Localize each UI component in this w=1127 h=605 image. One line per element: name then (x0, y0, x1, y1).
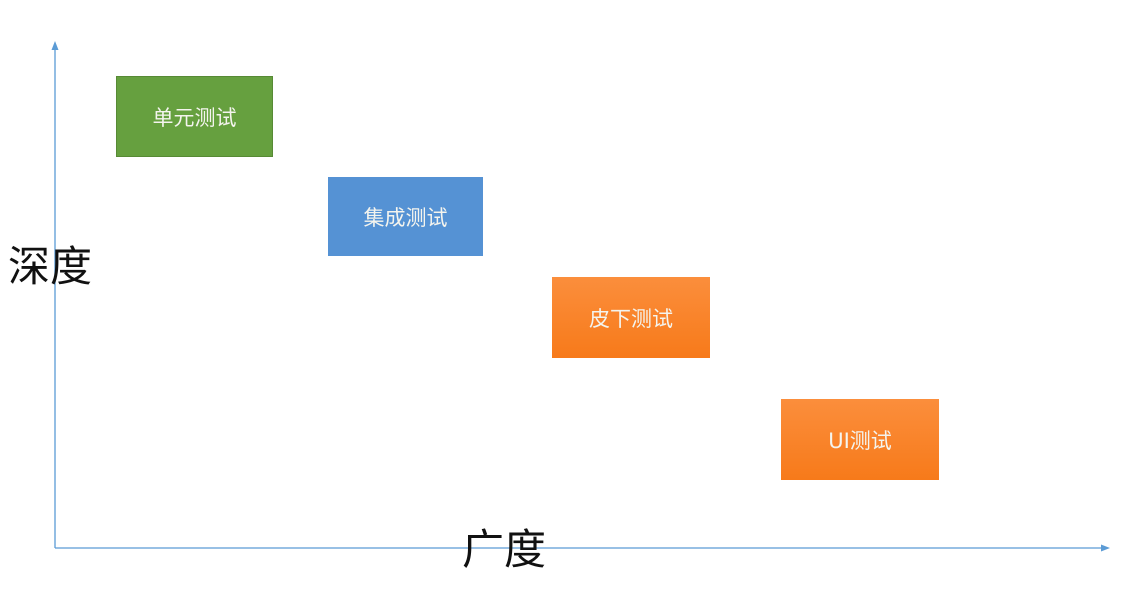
subcutaneous-test-box: 皮下测试 (552, 277, 710, 358)
y-axis-arrow-icon (51, 41, 59, 50)
unit-test-label: 单元测试 (152, 105, 237, 130)
integration-test-label: 集成测试 (363, 205, 448, 230)
x-axis-arrow-icon (1101, 544, 1110, 552)
x-axis-label: 广度 (462, 525, 547, 574)
y-axis-label: 深度 (8, 242, 93, 291)
ui-test-label: UI测试 (828, 428, 892, 453)
integration-test-box: 集成测试 (328, 177, 483, 256)
ui-test-box: UI测试 (781, 399, 939, 480)
subcutaneous-test-label: 皮下测试 (589, 306, 673, 331)
unit-test-box: 单元测试 (116, 76, 273, 157)
